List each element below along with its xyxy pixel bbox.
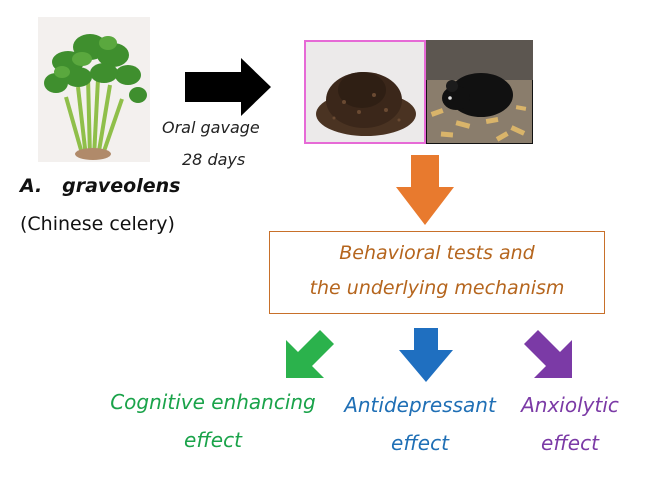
treatment-duration: 28 days <box>182 150 246 169</box>
green-down-left-arrow-icon <box>280 326 338 384</box>
common-name: (Chinese celery) <box>20 213 175 235</box>
black-arrow-icon <box>183 58 273 116</box>
mouse-photo <box>425 39 534 145</box>
anxiolytic-effect-word: effect <box>541 431 599 455</box>
orange-down-arrow-icon <box>396 155 454 225</box>
cognitive-effect-word: effect <box>184 428 242 452</box>
antidepressant-effect-word: effect <box>391 431 449 455</box>
box-text-line-1: Behavioral tests and <box>339 242 535 264</box>
anxiolytic-effect-label: Anxiolytic <box>521 393 619 417</box>
powder-photo <box>304 40 426 144</box>
blue-down-arrow-icon <box>397 326 455 384</box>
box-text-line-2: the underlying mechanism <box>309 277 565 299</box>
purple-down-right-arrow-icon <box>520 326 578 384</box>
species-name: A. graveolens <box>20 175 181 197</box>
treatment-route: Oral gavage <box>162 118 260 137</box>
cognitive-effect-label: Cognitive enhancing <box>110 390 316 414</box>
antidepressant-effect-label: Antidepressant <box>344 393 496 417</box>
celery-photo <box>38 17 150 162</box>
behavioral-tests-box: Behavioral tests and the underlying mech… <box>269 231 605 314</box>
